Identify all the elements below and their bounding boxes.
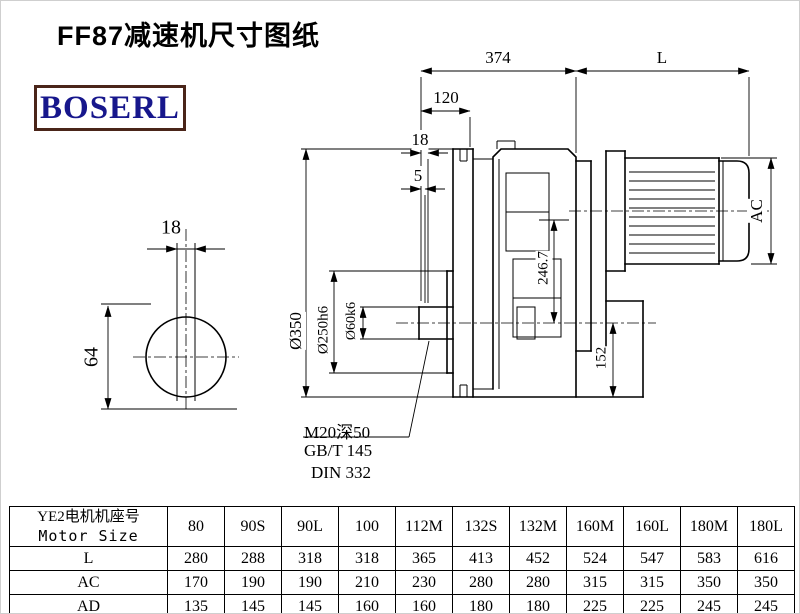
table-cell: 245 xyxy=(680,594,738,613)
table-header-row: YE2电机机座号 Motor Size 80 90S 90L 100 112M … xyxy=(9,506,795,547)
table-row-L: L 280 288 318 318 365 413 452 524 547 58… xyxy=(9,546,795,571)
table-cell: 210 xyxy=(338,570,396,595)
dim-label-keyway-height: 64 xyxy=(80,347,104,367)
table-cell: 100 xyxy=(338,506,396,547)
table-cell: 365 xyxy=(395,546,453,571)
table-cell: 145 xyxy=(281,594,339,613)
dim-label-152: 152 xyxy=(593,346,611,370)
table-cell: 180 xyxy=(509,594,567,613)
header-label-cn: YE2电机机座号 xyxy=(37,509,140,525)
table-cell: 225 xyxy=(566,594,624,613)
table-cell: 225 xyxy=(623,594,681,613)
table-cell: 132S xyxy=(452,506,510,547)
table-cell: 135 xyxy=(167,594,225,613)
table-cell: 230 xyxy=(395,570,453,595)
dim-label-18: 18 xyxy=(411,130,429,150)
table-cell: 145 xyxy=(224,594,282,613)
dimension-lines xyxy=(301,67,777,438)
table-cell: 288 xyxy=(224,546,282,571)
note-gbt-standard: GB/T 145 xyxy=(304,441,373,460)
table-cell: 180 xyxy=(452,594,510,613)
table-cell: 315 xyxy=(566,570,624,595)
table-header-label: YE2电机机座号 Motor Size xyxy=(9,506,168,547)
boserl-logo: BOSERL xyxy=(34,85,186,131)
table-cell: 170 xyxy=(167,570,225,595)
table-cell: 318 xyxy=(338,546,396,571)
table-cell: 452 xyxy=(509,546,567,571)
table-cell: 547 xyxy=(623,546,681,571)
dim-label-AC: AC xyxy=(747,199,767,223)
table-cell: 524 xyxy=(566,546,624,571)
table-cell: 350 xyxy=(680,570,738,595)
dim-label-d250h6: Ø250h6 xyxy=(315,305,333,355)
table-cell: 190 xyxy=(281,570,339,595)
table-cell: 112M xyxy=(395,506,453,547)
dim-label-120: 120 xyxy=(433,88,459,108)
table-cell: 180M xyxy=(680,506,738,547)
table-cell: 280 xyxy=(452,570,510,595)
left-view xyxy=(101,229,239,411)
table-cell: 616 xyxy=(737,546,795,571)
table-cell: 318 xyxy=(281,546,339,571)
motor-size-table: YE2电机机座号 Motor Size 80 90S 90L 100 112M … xyxy=(9,506,795,613)
row-label: AD xyxy=(9,594,168,613)
table-row-AC: AC 170 190 190 210 230 280 280 315 315 3… xyxy=(9,570,795,595)
dim-label-L: L xyxy=(656,48,668,68)
table-cell: 315 xyxy=(623,570,681,595)
table-cell: 90L xyxy=(281,506,339,547)
table-cell: 160 xyxy=(395,594,453,613)
row-label: AC xyxy=(9,570,168,595)
note-thread-spec: M20深50 xyxy=(304,423,371,442)
table-cell: 160 xyxy=(338,594,396,613)
row-label: L xyxy=(9,546,168,571)
table-cell: 350 xyxy=(737,570,795,595)
table-row-AD: AD 135 145 145 160 160 180 180 225 225 2… xyxy=(9,594,795,613)
dim-label-374: 374 xyxy=(485,48,511,68)
note-din-standard: DIN 332 xyxy=(311,463,371,482)
table-cell: 280 xyxy=(509,570,567,595)
table-cell: 160L xyxy=(623,506,681,547)
page-title: FF87减速机尺寸图纸 xyxy=(57,21,321,51)
table-cell: 90S xyxy=(224,506,282,547)
main-view xyxy=(396,140,769,398)
table-cell: 413 xyxy=(452,546,510,571)
table-cell: 80 xyxy=(167,506,225,547)
dim-label-d60k6: Ø60k6 xyxy=(344,301,360,341)
table-cell: 280 xyxy=(167,546,225,571)
dim-label-246-7: 246.7 xyxy=(535,251,553,285)
table-cell: 160M xyxy=(566,506,624,547)
table-cell: 180L xyxy=(737,506,795,547)
dim-label-5: 5 xyxy=(413,166,423,186)
header-label-en: Motor Size xyxy=(38,527,139,545)
table-cell: 132M xyxy=(509,506,567,547)
logo-text: BOSERL xyxy=(40,89,180,126)
dim-label-keyway-width: 18 xyxy=(161,216,181,240)
table-cell: 583 xyxy=(680,546,738,571)
dim-label-d350: Ø350 xyxy=(286,312,306,350)
table-cell: 245 xyxy=(737,594,795,613)
table-cell: 190 xyxy=(224,570,282,595)
